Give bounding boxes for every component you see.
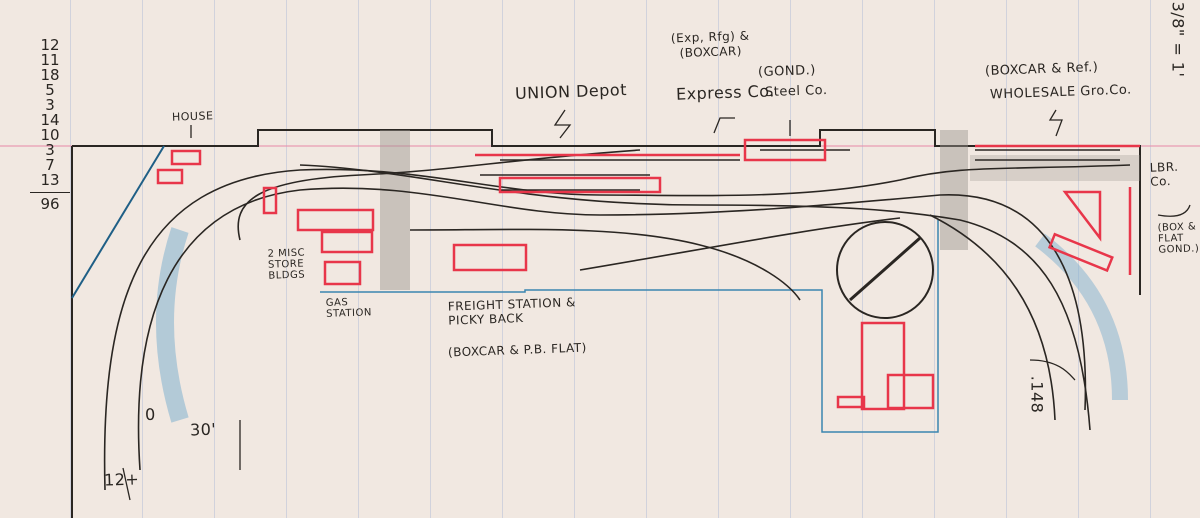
- tally-value: 3: [45, 141, 55, 159]
- inner-fascia: [320, 220, 939, 433]
- tally-value: 12: [40, 36, 60, 54]
- union-depot-label: UNION Depot: [514, 80, 628, 103]
- zero-mark: 0: [144, 404, 157, 425]
- engine-house: [860, 321, 906, 411]
- misc-stores-label: 2 MISC STORE BLDGS: [267, 247, 306, 282]
- bridge-shading: [380, 130, 410, 290]
- length-12-plus-label: 12+: [103, 469, 140, 490]
- house-1: [170, 149, 202, 166]
- express-co: [498, 176, 662, 194]
- turntable-bridge: [849, 236, 921, 302]
- small-shed: [836, 395, 866, 409]
- house-2: [156, 168, 184, 185]
- length-tally: 12 11 18 5 3 14 10 3 7 13 96: [30, 38, 70, 212]
- express-co-label: Express Co.: [675, 81, 776, 104]
- steel-cars-label: (GOND.): [757, 62, 817, 81]
- tally-total: 96: [30, 192, 70, 212]
- turntable: [836, 221, 934, 319]
- lumber-car: [1047, 232, 1114, 273]
- tally-value: 14: [40, 111, 60, 129]
- tally-value: 11: [40, 51, 60, 69]
- length-30ft-label: 30': [189, 419, 217, 440]
- gas-station: [323, 260, 362, 286]
- tally-value: 13: [40, 171, 60, 189]
- structures: [156, 138, 1140, 411]
- overpass-shading: [940, 130, 968, 250]
- lbr-cars-label: (BOX & FLAT GOND.): [1157, 221, 1200, 256]
- tally-value: 3: [45, 96, 55, 114]
- track-lines: [103, 149, 1131, 491]
- tally-value: 5: [45, 81, 55, 99]
- store-bldg-1: [296, 208, 375, 232]
- freight-station: [452, 243, 528, 272]
- scenery-edge-left: [71, 145, 165, 299]
- engine-house-annex: [886, 373, 935, 410]
- water-shading-left: [156, 227, 189, 423]
- steel-co: [743, 138, 827, 162]
- scale-note: 3/8" = 1': [1168, 1, 1188, 78]
- store-bldg-2: [320, 230, 374, 254]
- grade-label: .148: [1027, 375, 1047, 414]
- shed: [262, 186, 278, 215]
- gas-station-label: GAS STATION: [325, 297, 373, 320]
- leader-arrows: [122, 109, 1191, 501]
- lumber-shed: [1062, 190, 1102, 242]
- freight-station-label: FREIGHT STATION & PICKY BACK: [447, 295, 577, 328]
- tally-value: 7: [45, 156, 55, 174]
- tally-value: 10: [40, 126, 60, 144]
- house-label: HOUSE: [171, 109, 214, 124]
- steel-co-label: Steel Co.: [764, 82, 828, 101]
- tally-value: 18: [40, 66, 60, 84]
- lbr-co-label: LBR. Co.: [1149, 159, 1179, 189]
- express-cars-label: (Exp, Rfg) & (BOXCAR): [670, 28, 750, 61]
